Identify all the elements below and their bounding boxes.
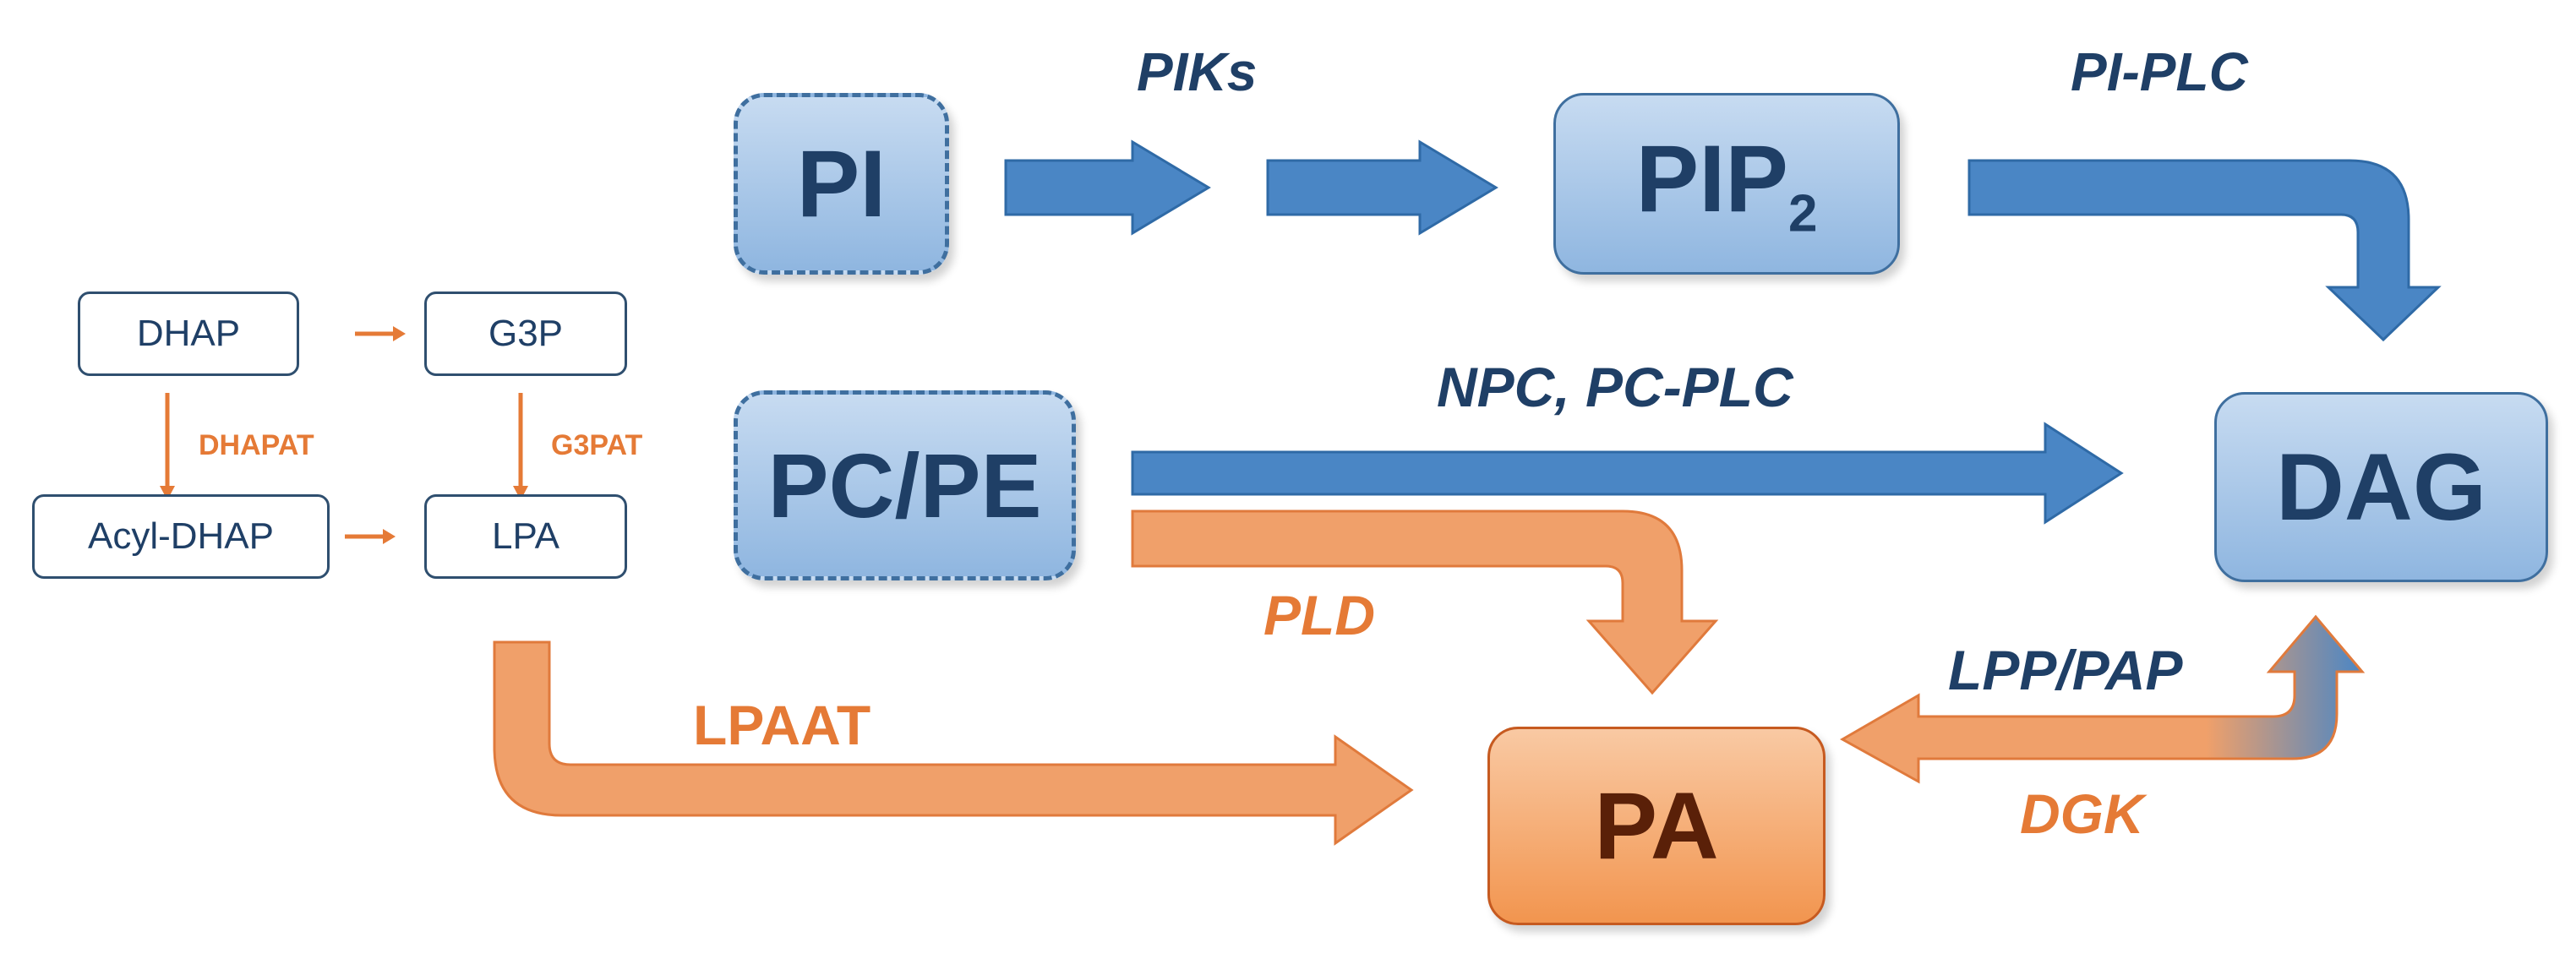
node-dhap: DHAP [78, 292, 299, 376]
node-pip2-label: PIP2 [1635, 124, 1817, 243]
arrow-pi-to-piks [1004, 139, 1211, 236]
label-lpp-pap: LPP/PAP [1948, 639, 2183, 701]
node-pa-label: PA [1594, 773, 1719, 879]
label-pld: PLD [1263, 584, 1375, 646]
node-acyl-dhap: Acyl-DHAP [32, 494, 330, 579]
arrow-pip2-to-dag [1967, 159, 2442, 342]
node-dhap-label: DHAP [136, 313, 241, 354]
node-acyl-dhap-label: Acyl-DHAP [87, 515, 275, 557]
node-pcpe-label: PC/PE [767, 434, 1042, 537]
node-dag: DAG [2214, 392, 2548, 582]
label-piks: PIKs [1137, 41, 1258, 102]
small-arrows [160, 326, 528, 544]
node-pi: PI [734, 93, 949, 275]
node-pi-label: PI [796, 131, 887, 237]
arrow-pcpe-to-dag [1131, 422, 2124, 525]
node-lpa-label: LPA [492, 515, 559, 557]
node-g3p: G3P [424, 292, 627, 376]
pip2-base-text: PIP [1635, 125, 1789, 232]
arrow-pa-dag-cycle [1839, 614, 2366, 784]
node-g3p-label: G3P [488, 313, 564, 354]
node-lpa: LPA [424, 494, 627, 579]
label-pi-plc: PI-PLC [2071, 41, 2248, 102]
label-lpaat: LPAAT [693, 694, 871, 756]
label-g3pat: G3PAT [551, 429, 643, 461]
pip2-subscript: 2 [1788, 184, 1818, 243]
arrow-lpa-to-pa [493, 640, 1414, 846]
label-dhapat: DHAPAT [199, 429, 314, 461]
node-dag-label: DAG [2276, 434, 2486, 540]
arrow-piks-to-pip2 [1266, 139, 1498, 236]
label-dgk: DGK [2020, 782, 2144, 845]
label-npc-pc-plc: NPC, PC-PLC [1437, 356, 1793, 418]
node-pa: PA [1487, 727, 1826, 925]
node-pip2: PIP2 [1553, 93, 1900, 275]
arrow-pcpe-to-pa [1131, 509, 1719, 695]
node-pcpe: PC/PE [734, 390, 1076, 580]
